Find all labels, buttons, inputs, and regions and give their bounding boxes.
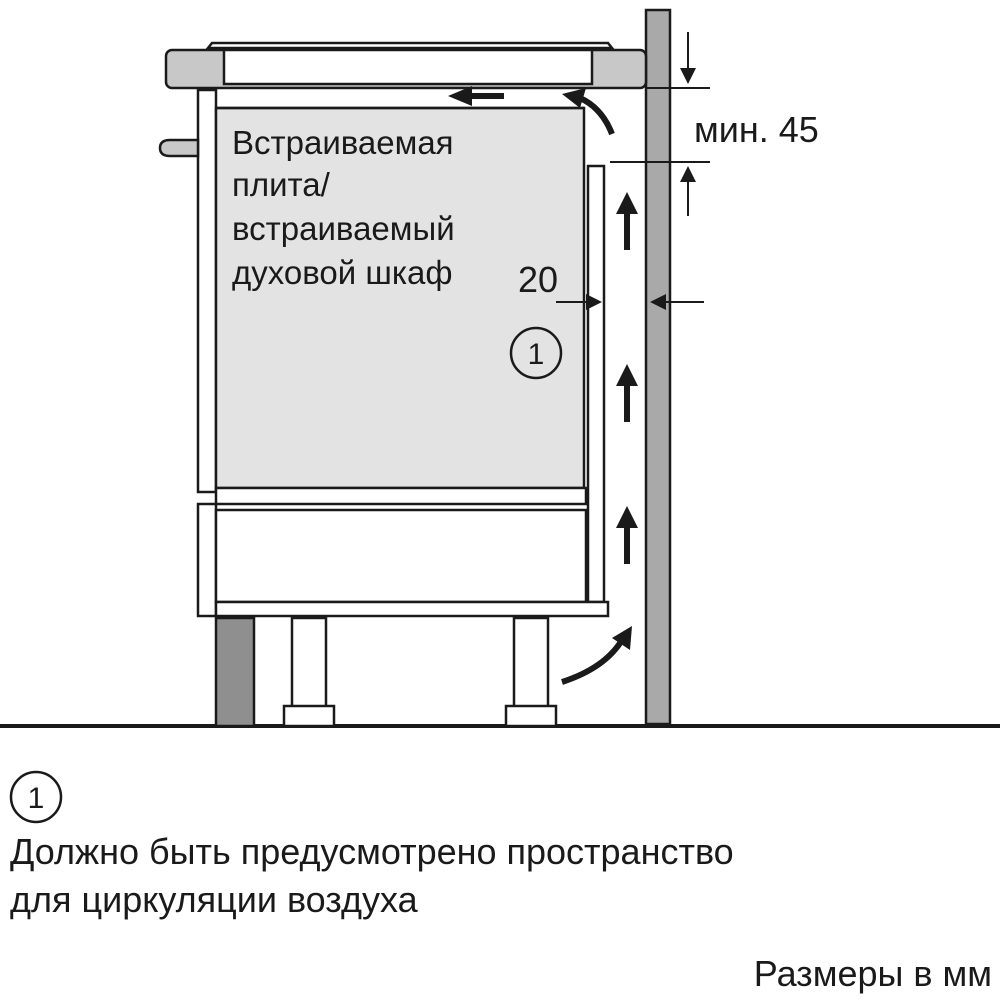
callout-number: 1 — [528, 338, 545, 371]
cabinet-leg — [504, 616, 558, 728]
legend-note-line: для циркуляции воздуха — [10, 879, 419, 920]
wall — [644, 8, 672, 726]
legend-callout-number: 1 — [28, 782, 45, 815]
cabinet-bottom — [214, 600, 610, 618]
dimension-min-45 — [610, 32, 710, 216]
cabinet-front-panel — [196, 88, 218, 494]
plinth — [214, 616, 256, 728]
callout-marker-diagram: 1 — [509, 326, 563, 380]
airflow-curved-arrow-top — [562, 88, 615, 136]
airflow-curved-arrow-bottom — [561, 626, 632, 685]
airflow-up-arrow — [616, 192, 638, 250]
appliance-label-line: Встраиваемая — [232, 124, 454, 161]
dimension-label-20: 20 — [518, 259, 558, 300]
callout-marker-legend: 1 — [9, 770, 63, 824]
oven-knob — [158, 138, 200, 158]
cabinet-back-panel — [586, 164, 606, 604]
cabinet-leg — [282, 616, 336, 728]
oven-shelf — [214, 486, 588, 506]
legend-note: Должно быть предусмотрено пространство д… — [10, 831, 744, 920]
legend-note-line: Должно быть предусмотрено пространство — [10, 831, 734, 872]
airflow-left-arrow — [448, 86, 504, 106]
units-label: Размеры в мм — [754, 953, 992, 994]
oven-body — [214, 106, 586, 490]
hob-glass — [205, 41, 615, 50]
appliance-label-line: духовой шкаф — [232, 254, 453, 291]
drawer-body — [214, 508, 588, 604]
appliance-label: Встраиваемая плита/ встраиваемый духовой… — [232, 124, 464, 291]
airflow-up-arrow — [616, 364, 638, 422]
airflow-up-arrow — [616, 506, 638, 564]
hob-body — [222, 48, 594, 86]
drawer-front — [196, 502, 218, 618]
dimension-label-min-45: мин. 45 — [694, 109, 819, 150]
appliance-label-line: плита/ — [232, 166, 331, 203]
appliance-label-line: встраиваемый — [232, 210, 455, 247]
